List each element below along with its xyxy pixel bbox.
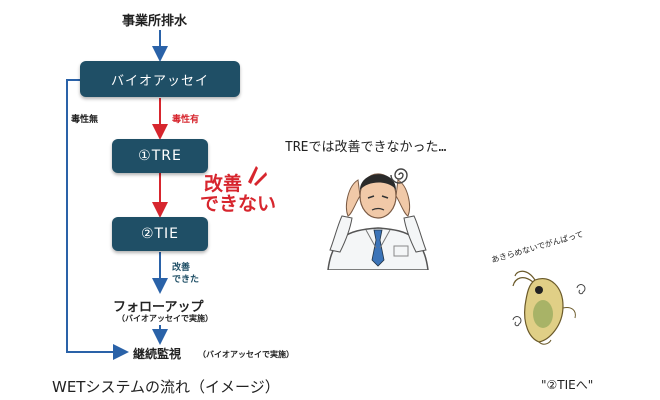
swirl-worry-icon bbox=[390, 168, 408, 184]
water-flea-creature-icon bbox=[512, 270, 586, 345]
worried-scientist-icon bbox=[327, 173, 429, 270]
diagram-caption: WETシステムの流れ（イメージ） bbox=[52, 378, 280, 396]
followup-sub: （バイオアッセイで実施） bbox=[117, 314, 213, 323]
tie-box: ②TIE bbox=[112, 217, 208, 251]
improved-label: 改善 できた bbox=[172, 262, 199, 286]
cannot-improve-line2: できない bbox=[200, 193, 277, 215]
improved-line1: 改善 bbox=[172, 263, 191, 273]
bioassay-box: バイオアッセイ bbox=[80, 61, 240, 97]
cannot-improve-label: 改善 できない bbox=[200, 174, 276, 214]
improved-line2: できた bbox=[172, 275, 200, 285]
shock-marks-icon bbox=[248, 166, 267, 186]
followup-label: フォローアップ bbox=[113, 300, 204, 315]
monitoring-sub: （バイオアッセイで実施） bbox=[198, 350, 294, 359]
toxic-present-label: 毒性有 bbox=[172, 115, 200, 125]
source-label: 事業所排水 bbox=[122, 14, 188, 29]
tre-box: ①TRE bbox=[112, 139, 208, 173]
monitoring-label: 継続監視 bbox=[133, 347, 182, 361]
cannot-improve-line1: 改善 bbox=[204, 173, 243, 195]
toxic-none-label: 毒性無 bbox=[71, 115, 99, 125]
creature-caption: "②TIEへ" bbox=[541, 378, 594, 392]
scientist-thought: TREでは改善できなかった… bbox=[285, 140, 447, 155]
